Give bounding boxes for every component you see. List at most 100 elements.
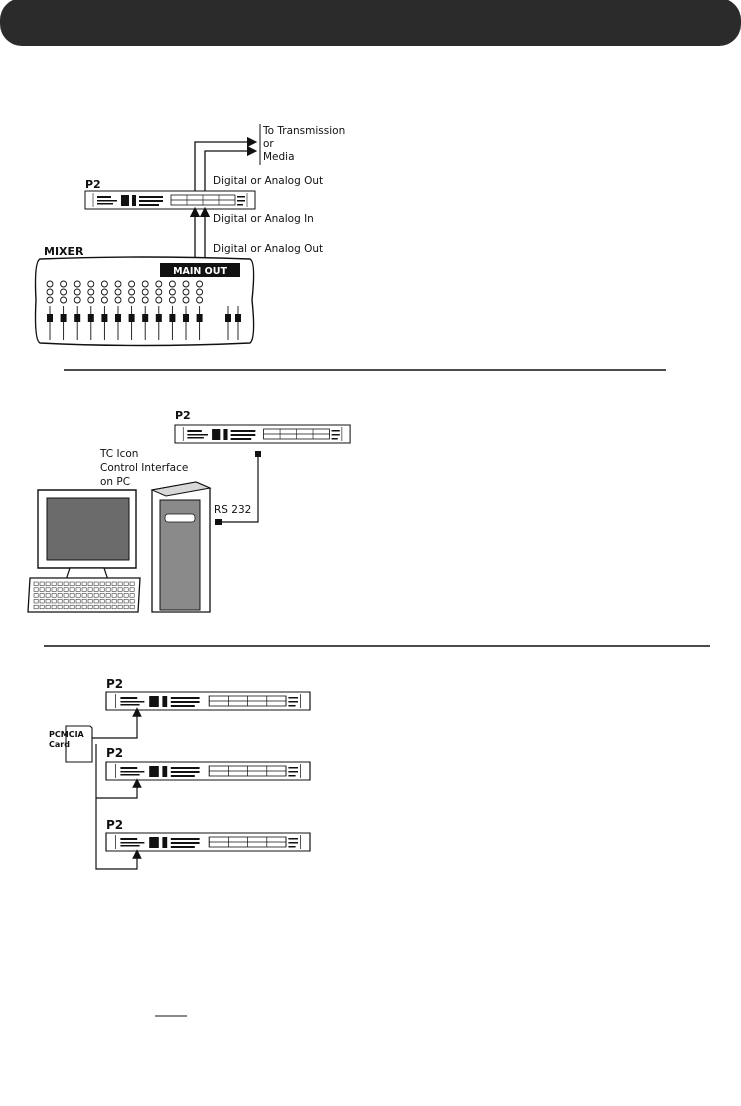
pc-caption-line-1: TC Icon xyxy=(99,448,138,460)
rs232-label: RS 232 xyxy=(214,504,251,516)
fader-knob xyxy=(47,314,53,322)
keyboard-key xyxy=(99,599,105,604)
p2-unit-3a xyxy=(105,691,311,711)
keyboard-key xyxy=(45,587,51,592)
keyboard-key xyxy=(45,604,51,610)
mixer-knob xyxy=(128,296,136,304)
keyboard-key xyxy=(111,593,117,598)
keyboard-key xyxy=(87,581,93,586)
main-out-label: MAIN OUT xyxy=(173,266,227,277)
mixer-knob xyxy=(155,288,163,296)
mixer-knob xyxy=(196,296,204,304)
keyboard-key xyxy=(81,587,87,592)
p2-label-3a: P2 xyxy=(106,677,123,691)
fader-knob xyxy=(155,314,162,322)
keyboard-key xyxy=(57,587,63,592)
pc-drive-bay xyxy=(164,513,196,523)
keyboard-key xyxy=(51,587,57,592)
fader-knob xyxy=(128,314,135,322)
fader-knob xyxy=(115,314,121,322)
keyboard-key xyxy=(111,599,117,604)
rs232-connector-top xyxy=(255,451,261,457)
transmission-line-1: To Transmission xyxy=(262,125,345,137)
keyboard-key xyxy=(81,604,87,610)
mixer-knob xyxy=(114,288,122,296)
keyboard-key xyxy=(129,599,135,604)
keyboard-key xyxy=(63,587,69,592)
p2-unit-3b xyxy=(105,761,311,781)
keyboard-key xyxy=(111,587,117,592)
arrow-to-transmission-2 xyxy=(204,145,258,191)
mixer-knob xyxy=(141,280,149,288)
mixer-knob xyxy=(60,280,68,288)
section3-pcmcia-diagram: P2 P2 P2 PCMCIA Card xyxy=(49,677,311,870)
keyboard-key xyxy=(123,599,129,604)
keyboard-key xyxy=(33,604,39,610)
in-label: Digital or Analog In xyxy=(213,213,314,225)
card-arrow-to-unit-b xyxy=(95,744,142,799)
mixer-knob xyxy=(46,296,54,304)
keyboard-key xyxy=(93,581,99,586)
keyboard-key xyxy=(93,587,99,592)
keyboard-key xyxy=(75,581,81,586)
rs232-cable xyxy=(222,456,259,523)
mixer-knob xyxy=(73,288,81,296)
p2-unit-2 xyxy=(174,424,351,444)
keyboard-key xyxy=(45,599,51,604)
keyboard-key xyxy=(105,593,111,598)
keyboard-key xyxy=(111,581,117,586)
keyboard-key xyxy=(81,581,87,586)
keyboard-key xyxy=(39,587,45,592)
keyboard-key xyxy=(63,593,69,598)
p2-label-3b: P2 xyxy=(106,746,123,760)
section1-routing-diagram: P2 To Transmission or Media Digital or A… xyxy=(34,124,345,347)
section2-pc-control-diagram: P2 TC Icon Control Interface on PC RS 23… xyxy=(27,409,351,613)
keyboard-key xyxy=(123,587,129,592)
keyboard-key xyxy=(105,587,111,592)
fader-knob xyxy=(169,314,176,322)
mixer-knob xyxy=(182,288,190,296)
p2-label-1: P2 xyxy=(85,178,101,191)
mixer-knob xyxy=(128,288,136,296)
mixer-knob xyxy=(182,296,190,304)
out-label-top: Digital or Analog Out xyxy=(213,175,323,187)
mixer-knob xyxy=(60,296,68,304)
keyboard-key xyxy=(33,599,39,604)
out-label-bottom: Digital or Analog Out xyxy=(213,243,323,255)
card-arrow-to-unit-a xyxy=(92,707,142,739)
fader-knob xyxy=(60,314,67,322)
keyboard-key xyxy=(39,581,45,586)
keyboard-key xyxy=(75,599,81,604)
keyboard-key xyxy=(129,581,135,586)
keyboard-key xyxy=(69,604,75,610)
mixer-knob xyxy=(46,288,54,296)
keyboard-key xyxy=(123,581,129,586)
mixer-knob xyxy=(87,280,95,288)
keyboard-key xyxy=(69,599,75,604)
keyboard-key xyxy=(87,604,93,610)
keyboard-key xyxy=(87,587,93,592)
transmission-line-2: or xyxy=(263,138,274,150)
pcmcia-card xyxy=(65,725,93,763)
keyboard-keys xyxy=(33,581,135,610)
fader-knob xyxy=(74,314,81,322)
keyboard-key xyxy=(57,581,63,586)
keyboard-key xyxy=(51,593,57,598)
mixer-knob xyxy=(100,288,108,296)
mixer-knob xyxy=(168,280,176,288)
keyboard-key xyxy=(99,604,105,610)
keyboard-key xyxy=(111,604,117,610)
keyboard-key xyxy=(117,599,123,604)
keyboard-key xyxy=(57,593,63,598)
keyboard-key xyxy=(51,604,57,610)
mixer-knob xyxy=(128,280,136,288)
keyboard-key xyxy=(99,593,105,598)
card-arrow-to-unit-c xyxy=(95,798,142,870)
mixer-knob xyxy=(114,296,122,304)
header-bar xyxy=(0,0,741,46)
keyboard-key xyxy=(93,599,99,604)
keyboard-key xyxy=(45,593,51,598)
keyboard-key xyxy=(51,581,57,586)
pc-tower-top xyxy=(150,481,212,497)
